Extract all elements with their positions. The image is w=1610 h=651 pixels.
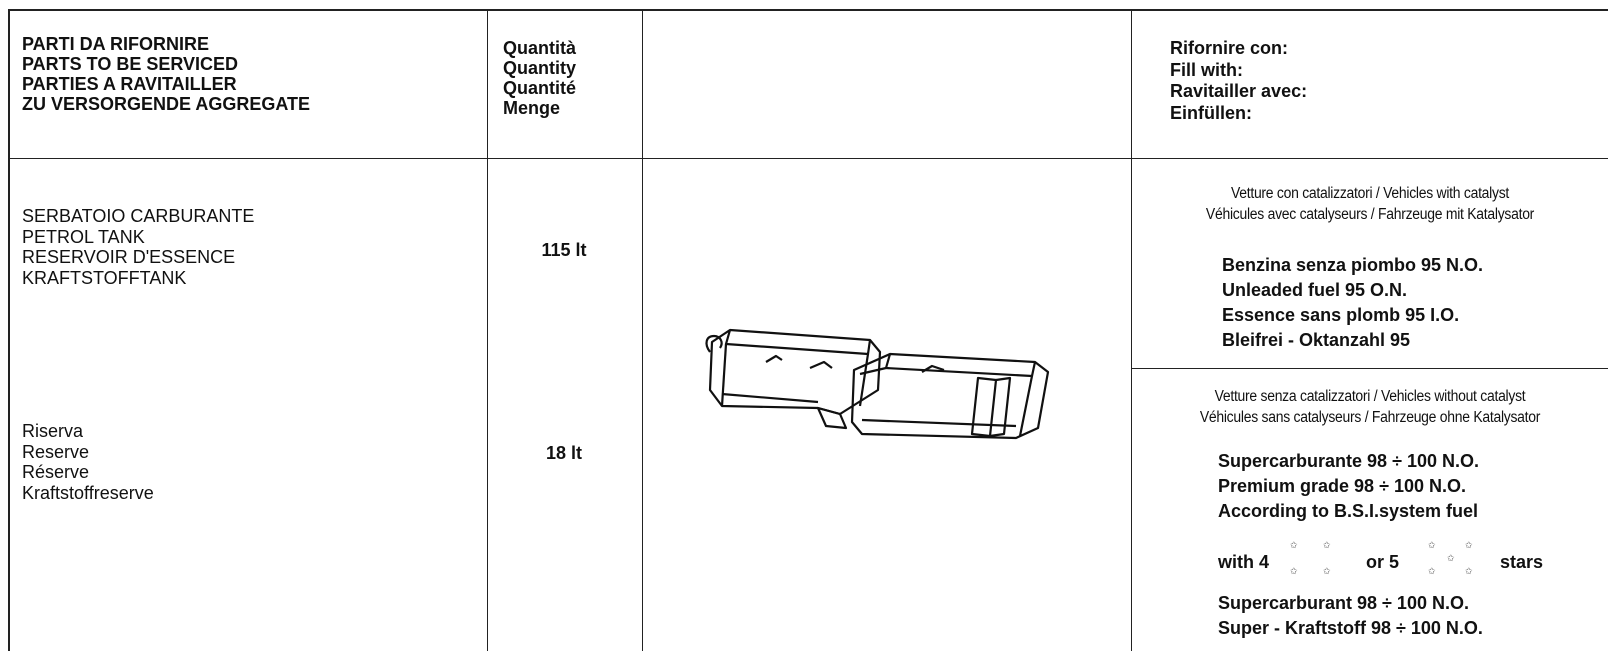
star-icon: ✩ xyxy=(1447,553,1455,563)
column-divider xyxy=(487,9,488,651)
parts-header: PARTI DA RIFORNIRE PARTS TO BE SERVICED … xyxy=(22,34,311,114)
star-icon: ✩ xyxy=(1465,540,1473,550)
no-catalyst-condition: Vetture senza catalizzatori / Vehicles w… xyxy=(1199,388,1541,426)
header-divider xyxy=(8,158,1608,159)
fuel-section-divider xyxy=(1131,368,1608,369)
reserve-quantity: 18 lt xyxy=(545,443,583,463)
fill-header: Rifornire con: Fill with: Ravitailler av… xyxy=(1170,38,1308,123)
tank-labels: SERBATOIO CARBURANTE PETROL TANK RESERVO… xyxy=(22,206,255,288)
table-frame xyxy=(8,9,1608,651)
no-catalyst-fuel-list-bottom: Supercarburant 98 ÷ 100 N.O. Super - Kra… xyxy=(1218,593,1483,638)
star-icon: ✩ xyxy=(1428,540,1436,550)
star-icon: ✩ xyxy=(1290,540,1298,550)
tank-quantity: 115 lt xyxy=(541,240,587,260)
no-catalyst-fuel-list: Supercarburante 98 ÷ 100 N.O. Premium gr… xyxy=(1218,451,1479,521)
catalyst-fuel-list: Benzina senza piombo 95 N.O. Unleaded fu… xyxy=(1222,255,1484,350)
star-icon: ✩ xyxy=(1290,566,1298,576)
star-icon: ✩ xyxy=(1323,566,1331,576)
star-icon: ✩ xyxy=(1428,566,1436,576)
reserve-labels: Riserva Reserve Réserve Kraftstoffreserv… xyxy=(22,421,154,503)
star-icon: ✩ xyxy=(1465,566,1473,576)
star-icon: ✩ xyxy=(1323,540,1331,550)
quantity-header: Quantità Quantity Quantité Menge xyxy=(503,38,577,118)
column-divider xyxy=(642,9,643,651)
catalyst-condition: Vetture con catalizzatori / Vehicles wit… xyxy=(1205,185,1535,223)
star-rating-row: with 4 ✩ ✩ ✩ ✩ or 5 ✩ ✩ ✩ ✩ ✩ stars xyxy=(1218,540,1544,576)
fuel-tank-drawing-icon xyxy=(700,310,1070,450)
column-divider xyxy=(1131,9,1132,651)
